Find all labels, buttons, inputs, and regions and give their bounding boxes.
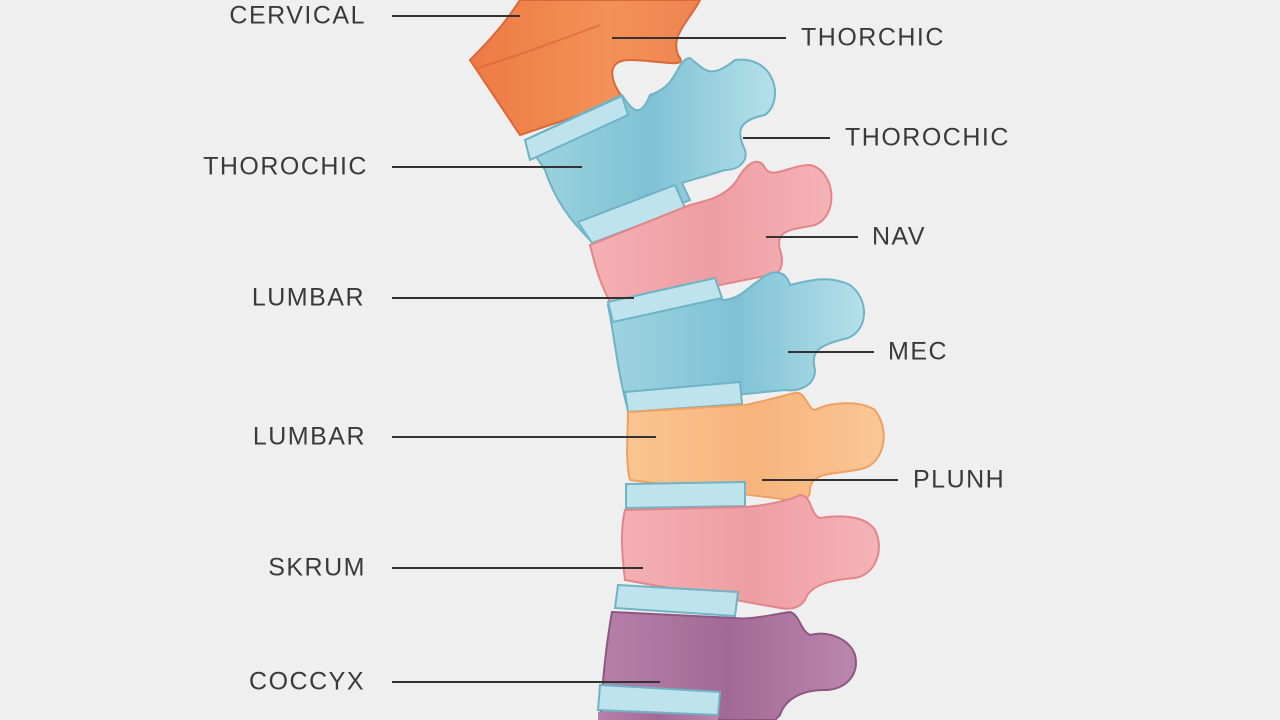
leader-line [392,15,520,17]
label-right-nav: NAV [872,222,927,251]
leader-line [392,567,643,569]
label-left-skrum: SKRUM [268,553,366,582]
leader-line [392,681,660,683]
intervertebral-disc [625,480,746,510]
intervertebral-disc [613,583,740,618]
label-right-mec: MEC [888,337,949,366]
label-right-thorochic: THOROCHIC [845,123,1010,152]
vertebra-pink-upper [588,160,833,307]
label-left-cervical: CERVICAL [229,1,366,30]
label-right-plunh: PLUNH [913,465,1006,494]
vertebra-sacrum [620,493,880,610]
label-left-lumbar: LUMBAR [251,283,365,312]
intervertebral-disc [596,683,722,717]
leader-line [762,479,898,481]
leader-line [392,297,634,299]
leader-line [788,351,874,353]
vertebra-lumbar-upper [606,271,865,414]
vertebra-thoracic [523,56,776,245]
label-left-thorochic: THOROCHIC [203,152,368,181]
leader-line [766,236,858,238]
vertebra-bottom [598,712,718,720]
leader-line [392,436,656,438]
label-left-coccyx: COCCYX [249,667,365,696]
label-left-lumbar: LUMBAR [252,422,366,451]
vertebra-cervical [468,0,702,137]
leader-line [392,166,582,168]
leader-line [743,137,830,139]
leader-line [612,37,786,39]
label-right-thorchic: THORCHIC [801,23,945,52]
